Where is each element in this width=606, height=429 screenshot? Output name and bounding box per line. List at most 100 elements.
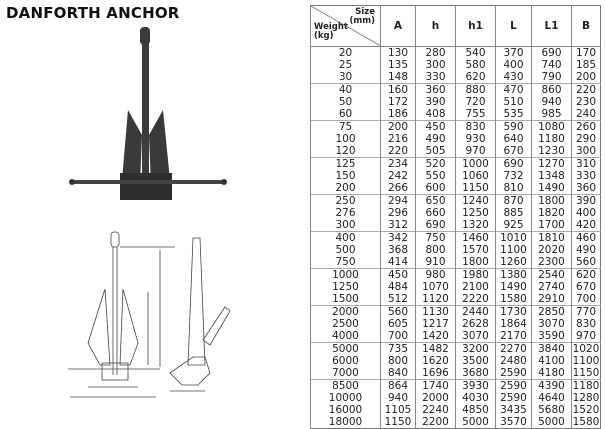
size-cell: 860: [531, 83, 572, 96]
size-cell: 880: [455, 83, 496, 96]
size-cell: 3680: [455, 367, 496, 380]
size-cell: 1070: [415, 281, 456, 293]
weight-cell: 2000: [310, 305, 381, 318]
size-cell: 460: [571, 231, 601, 244]
weight-cell: 25: [310, 59, 381, 71]
size-cell: 1100: [571, 355, 601, 367]
page-title: DANFORTH ANCHOR: [6, 4, 180, 22]
size-cell: 260: [571, 120, 601, 133]
weight-cell: 250: [310, 194, 381, 207]
size-cell: 800: [380, 355, 416, 367]
weight-cell: 6000: [310, 355, 381, 367]
size-cell: 700: [571, 293, 601, 306]
size-cell: 870: [495, 194, 532, 207]
size-cell: 690: [495, 157, 532, 170]
weight-cell: 300: [310, 219, 381, 232]
size-cell: 2240: [415, 404, 456, 416]
size-cell: 1060: [455, 170, 496, 182]
weight-cell: 200: [310, 182, 381, 195]
size-cell: 420: [571, 219, 601, 232]
weight-cell: 75: [310, 120, 381, 133]
size-cell: 520: [415, 157, 456, 170]
size-cell: 3840: [531, 342, 572, 355]
size-cell: 2440: [455, 305, 496, 318]
diagonal-divider: [311, 6, 381, 46]
weight-cell: 1000: [310, 268, 381, 281]
size-cell: 2300: [531, 256, 572, 269]
size-cell: 2480: [495, 355, 532, 367]
size-cell: 2628: [455, 318, 496, 330]
size-cell: 310: [571, 157, 601, 170]
size-cell: 1010: [495, 231, 532, 244]
size-cell: 930: [455, 133, 496, 145]
size-cell: 330: [571, 170, 601, 182]
size-cell: 830: [455, 120, 496, 133]
size-cell: 1580: [495, 293, 532, 306]
size-cell: 490: [415, 133, 456, 145]
size-cell: 3930: [455, 379, 496, 392]
size-cell: 980: [415, 268, 456, 281]
size-cell: 130: [380, 46, 416, 59]
size-cell: 234: [380, 157, 416, 170]
size-cell: 505: [415, 145, 456, 158]
size-cell: 5000: [531, 416, 572, 429]
size-cell: 690: [531, 46, 572, 59]
size-cell: 1105: [380, 404, 416, 416]
size-cell: 408: [415, 108, 456, 121]
weight-cell: 100: [310, 133, 381, 145]
size-cell: 910: [415, 256, 456, 269]
size-cell: 2540: [531, 268, 572, 281]
size-cell: 200: [571, 71, 601, 84]
weight-cell: 8500: [310, 379, 381, 392]
size-cell: 535: [495, 108, 532, 121]
size-cell: 4180: [531, 367, 572, 380]
size-cell: 800: [415, 244, 456, 256]
size-cell: 3070: [455, 330, 496, 343]
size-cell: 1150: [571, 367, 601, 380]
size-cell: 560: [380, 305, 416, 318]
size-cell: 1080: [531, 120, 572, 133]
size-cell: 240: [571, 108, 601, 121]
weight-text: Weight: [314, 22, 348, 32]
size-cell: 400: [495, 59, 532, 71]
size-cell: 330: [415, 71, 456, 84]
size-cell: 368: [380, 244, 416, 256]
size-cell: 550: [415, 170, 456, 182]
size-cell: 2100: [455, 281, 496, 293]
size-cell: 2270: [495, 342, 532, 355]
size-cell: 2020: [531, 244, 572, 256]
size-cell: 1490: [495, 281, 532, 293]
size-cell: 510: [495, 96, 532, 108]
size-cell: 5000: [455, 416, 496, 429]
size-cell: 242: [380, 170, 416, 182]
size-cell: 2220: [455, 293, 496, 306]
size-cell: 4390: [531, 379, 572, 392]
size-cell: 660: [415, 207, 456, 219]
size-cell: 650: [415, 194, 456, 207]
size-cell: 280: [415, 46, 456, 59]
size-cell: 940: [531, 96, 572, 108]
size-cell: 790: [531, 71, 572, 84]
size-cell: 1120: [415, 293, 456, 306]
weight-cell: 40: [310, 83, 381, 96]
weight-label: Weight(kg): [314, 23, 348, 41]
size-cell: 1180: [531, 133, 572, 145]
weight-cell: 150: [310, 170, 381, 182]
column-header: h: [415, 5, 456, 47]
size-cell: 512: [380, 293, 416, 306]
size-cell: 590: [495, 120, 532, 133]
size-cell: 450: [415, 120, 456, 133]
size-cell: 1180: [571, 379, 601, 392]
weight-cell: 4000: [310, 330, 381, 343]
size-cell: 300: [415, 59, 456, 71]
